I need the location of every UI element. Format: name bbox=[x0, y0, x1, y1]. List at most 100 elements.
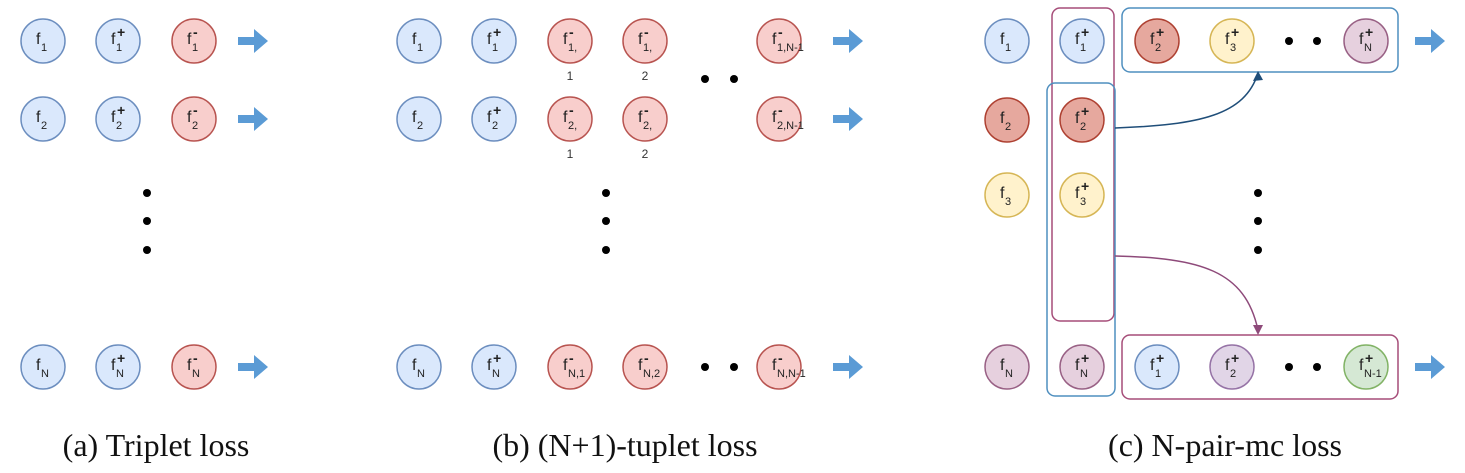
panel-c-positive-node-circle bbox=[1059, 344, 1105, 390]
panel-c-anchor-node-circle bbox=[984, 172, 1030, 218]
panel-c-anchor-node: fN bbox=[984, 344, 1030, 390]
panel-a-node-circle bbox=[20, 18, 66, 64]
panel-a-node: f+2 bbox=[95, 96, 141, 142]
panel-c-anchor-node-label: fN bbox=[1000, 357, 1013, 380]
block-arrow-right-icon bbox=[1415, 355, 1445, 379]
panel-a-node-label: f2 bbox=[36, 109, 47, 132]
panel-c-bottom-group-node: f+2 bbox=[1209, 344, 1255, 390]
panel-c-anchor-node-circle bbox=[984, 18, 1030, 64]
panel-b-horizontal-ellipsis-dot bbox=[730, 75, 738, 83]
panel-c-anchor-node-circle bbox=[984, 344, 1030, 390]
panel-c-top-group-node: f+2 bbox=[1134, 18, 1180, 64]
panel-b-node-circle bbox=[756, 344, 802, 390]
panel-c-bottom-group-node-label: f+N-1 bbox=[1359, 350, 1382, 380]
panel-b-horizontal-ellipsis-dot bbox=[701, 75, 709, 83]
panel-b-node-circle bbox=[471, 18, 517, 64]
panel-c-vertical-ellipsis-dot bbox=[1254, 246, 1262, 254]
panel-c-positive-column-box bbox=[1051, 7, 1115, 322]
panel-b-node-circle bbox=[471, 96, 517, 142]
panel-c-anchor-node-circle bbox=[984, 97, 1030, 143]
panel-c-curve-to-top-group bbox=[1114, 72, 1259, 129]
block-arrow-right-icon bbox=[1415, 29, 1445, 53]
panel-b-horizontal-ellipsis-dot bbox=[701, 363, 709, 371]
panel-c-anchor-node: f1 bbox=[984, 18, 1030, 64]
panel-c-top-horizontal-ellipsis bbox=[1285, 37, 1321, 45]
block-arrow-right-icon bbox=[833, 355, 863, 379]
panel-a-vertical-ellipsis bbox=[143, 189, 151, 254]
panel-c-positive-node-label: f+1 bbox=[1075, 24, 1089, 54]
panel-b-node-label: f1 bbox=[412, 31, 423, 54]
panel-b-node-circle bbox=[396, 18, 442, 64]
panel-b-node-label: f+1 bbox=[487, 24, 501, 54]
panel-c-vertical-ellipsis bbox=[1254, 189, 1262, 254]
panel-b-node-index: 2 bbox=[642, 147, 649, 161]
panel-b-node-label: f+2 bbox=[487, 102, 501, 132]
panel-c-positive-node-circle bbox=[1059, 172, 1105, 218]
panel-b-node-label: f-N,1 bbox=[563, 350, 585, 380]
panel-a-node-circle bbox=[95, 344, 141, 390]
panel-c-top-group-node-label: f+2 bbox=[1150, 24, 1164, 54]
panel-c-curve-to-bottom-group bbox=[1114, 255, 1259, 331]
caption-a: (a) Triplet loss bbox=[63, 427, 250, 463]
panel-c-top-group-node-circle bbox=[1209, 18, 1255, 64]
panel-a-node-label: fN bbox=[36, 357, 49, 380]
panel-c-vertical-ellipsis-dot bbox=[1254, 217, 1262, 225]
panel-c-anchor-node: f3 bbox=[984, 172, 1030, 218]
panel-b-node-circle bbox=[471, 344, 517, 390]
caption-b: (b) (N+1)-tuplet loss bbox=[492, 427, 757, 463]
panel-c-bottom-horizontal-ellipsis-dot bbox=[1313, 363, 1321, 371]
panel-c-top-horizontal-ellipsis-dot bbox=[1313, 37, 1321, 45]
panel-b-node-circle bbox=[622, 18, 668, 64]
panel-a-vertical-ellipsis-dot bbox=[143, 246, 151, 254]
panel-a-node-label: f-2 bbox=[187, 102, 198, 132]
panel-c-curve-bottom-arrowhead bbox=[1253, 325, 1263, 335]
panel-c-negative-column-box bbox=[1046, 82, 1116, 397]
panel-b-node-circle bbox=[396, 344, 442, 390]
panel-a-node: f-1 bbox=[171, 18, 217, 64]
panel-c-positive-node: f+1 bbox=[1059, 18, 1105, 64]
panel-b-horizontal-ellipsis bbox=[701, 363, 738, 371]
panel-c-anchor-node: f2 bbox=[984, 97, 1030, 143]
block-arrow-right-icon bbox=[833, 107, 863, 131]
panel-b-node-label: f-2, bbox=[563, 102, 577, 132]
panel-c-positive-node-label: f+3 bbox=[1075, 178, 1089, 208]
panel-c-bottom-horizontal-ellipsis-dot bbox=[1285, 363, 1293, 371]
panel-c-positive-node-circle bbox=[1059, 97, 1105, 143]
panel-b-node-label: f-2,N-1 bbox=[772, 102, 804, 132]
panel-b-node: f-2,1 bbox=[547, 96, 593, 161]
block-arrow-right-icon bbox=[238, 355, 268, 379]
panel-a-node: fN bbox=[20, 344, 66, 390]
panel-a-vertical-ellipsis-dot bbox=[143, 217, 151, 225]
panel-c-top-group-node: f+3 bbox=[1209, 18, 1255, 64]
panel-a-node-circle bbox=[20, 96, 66, 142]
panel-a-node: f2 bbox=[20, 96, 66, 142]
panel-c-bottom-horizontal-ellipsis bbox=[1285, 363, 1321, 371]
block-arrow-right-icon bbox=[238, 29, 268, 53]
panel-b-node: f+1 bbox=[471, 18, 517, 64]
panel-c-top-group-node-circle bbox=[1134, 18, 1180, 64]
caption-c: (c) N-pair-mc loss bbox=[1108, 427, 1342, 463]
panel-b-node: f-N,N-1 bbox=[756, 344, 806, 390]
panel-b-node-label: f-2, bbox=[638, 102, 652, 132]
panel-b-node: f-N,2 bbox=[622, 344, 668, 390]
panel-a-node-label: f1 bbox=[36, 31, 47, 54]
panel-c-top-horizontal-ellipsis-dot bbox=[1285, 37, 1293, 45]
panel-a-node-circle bbox=[95, 96, 141, 142]
panel-a-node-circle bbox=[171, 18, 217, 64]
panel-b-node: f-1, 2 bbox=[622, 18, 668, 83]
panel-c-bottom-group-node-circle bbox=[1343, 344, 1389, 390]
panel-a-node-label: f+1 bbox=[111, 24, 125, 54]
panel-c-bottom-group-box bbox=[1121, 334, 1399, 400]
panel-b-node-label: f-1, bbox=[638, 24, 652, 54]
panel-b-node-label: f-N,2 bbox=[638, 350, 660, 380]
panel-b-node-circle bbox=[622, 96, 668, 142]
panel-c-anchor-node-label: f2 bbox=[1000, 110, 1011, 133]
panel-a-node: f-N bbox=[171, 344, 217, 390]
panel-b-horizontal-ellipsis bbox=[701, 75, 738, 83]
panel-b-node-index: 2 bbox=[642, 69, 649, 83]
panel-c-vertical-ellipsis-dot bbox=[1254, 189, 1262, 197]
panel-a-node-circle bbox=[171, 344, 217, 390]
panel-b-node-circle bbox=[756, 96, 802, 142]
panel-b-node-label: f-N,N-1 bbox=[772, 350, 806, 380]
